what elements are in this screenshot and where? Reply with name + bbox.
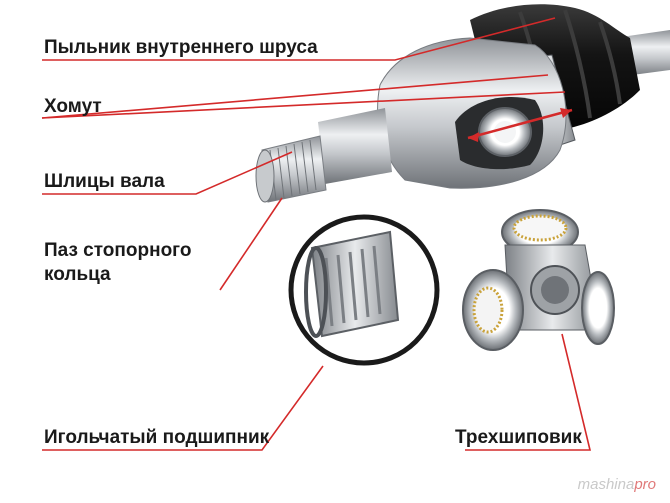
leader-tripod — [465, 333, 592, 451]
leader-groove — [219, 197, 283, 291]
tripod-roller-top-needles — [512, 214, 568, 242]
label-clamp: Хомут — [44, 96, 102, 117]
watermark-main: mashina — [577, 476, 635, 493]
travel-arrow-tail — [468, 132, 479, 142]
label-splines: Шлицы вала — [44, 171, 165, 192]
boot-fold — [598, 21, 622, 105]
bearing-rim — [304, 246, 328, 338]
label-groove-line2: кольца — [44, 264, 111, 285]
label-boot: Пыльник внутреннего шруса — [44, 37, 318, 58]
leader-lines — [41, 17, 592, 451]
label-groove-line1: Паз стопорного — [44, 240, 192, 261]
shaft-end-face — [255, 149, 275, 203]
shaft-stub — [318, 108, 392, 184]
boot-fold — [563, 9, 592, 119]
leader-needle-bearing — [42, 365, 324, 451]
tripod-roller-right — [581, 271, 615, 345]
label-needle-bearing: Игольчатый подшипник — [44, 427, 270, 448]
leader-clamp-1 — [41, 74, 549, 119]
leader-splines — [42, 151, 293, 195]
watermark-accent: pro — [634, 476, 656, 493]
tripod-hub-bore-inner — [541, 276, 569, 304]
drive-shaft-assembly — [255, 4, 670, 203]
tripod-component — [462, 209, 615, 351]
label-tripod: Трехшиповик — [455, 427, 582, 448]
bearing-needles — [324, 245, 382, 327]
leader-clamp-2 — [41, 91, 566, 119]
watermark-logo: mashinapro — [578, 476, 656, 493]
visible-roller-center — [494, 121, 516, 143]
leader-boot — [42, 17, 556, 61]
travel-arrow-head — [560, 108, 572, 118]
needle-bearing-inset — [288, 214, 440, 366]
tripod-roller-left-needles — [472, 286, 504, 334]
travel-arrow — [467, 108, 573, 140]
